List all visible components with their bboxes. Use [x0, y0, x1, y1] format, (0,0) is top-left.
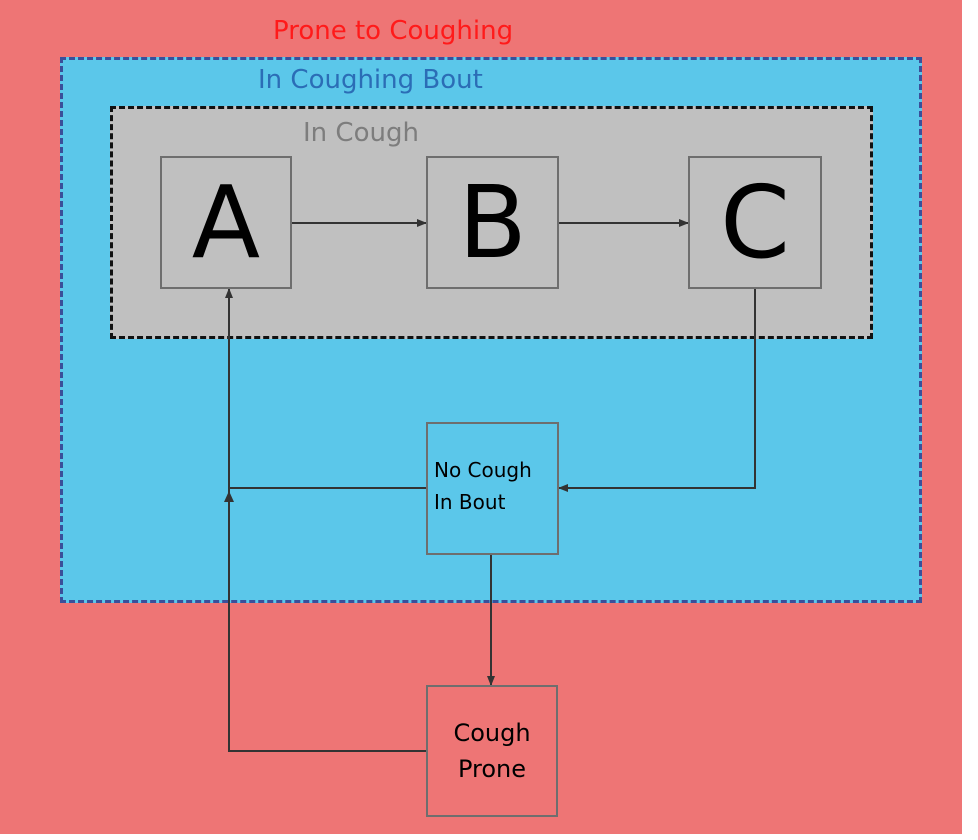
state-c-node: C — [688, 156, 822, 289]
cough-prone-label: Cough Prone — [453, 715, 530, 787]
state-a-label: A — [191, 163, 261, 281]
no-cough-line-1: No Cough — [434, 458, 532, 482]
cough-prone-line-2: Prone — [457, 755, 527, 783]
state-b-node: B — [426, 156, 559, 289]
cough-prone-node: Cough Prone — [426, 685, 558, 817]
no-cough-in-bout-node: No Cough In Bout — [426, 422, 559, 555]
edge-cough-prone-to-a — [225, 288, 426, 752]
state-a-node: A — [160, 156, 292, 289]
coughing-bout-title: In Coughing Bout — [258, 65, 483, 95]
edge-c-to-no-cough — [558, 289, 756, 492]
no-cough-in-bout-label: No Cough In Bout — [434, 454, 532, 518]
cough-prone-line-1: Cough — [453, 719, 531, 747]
no-cough-line-2: In Bout — [434, 490, 506, 514]
in-cough-zone — [110, 106, 873, 339]
state-c-label: C — [720, 163, 790, 281]
state-b-label: B — [458, 163, 527, 281]
in-cough-title: In Cough — [303, 118, 419, 148]
prone-to-coughing-title: Prone to Coughing — [273, 16, 514, 46]
